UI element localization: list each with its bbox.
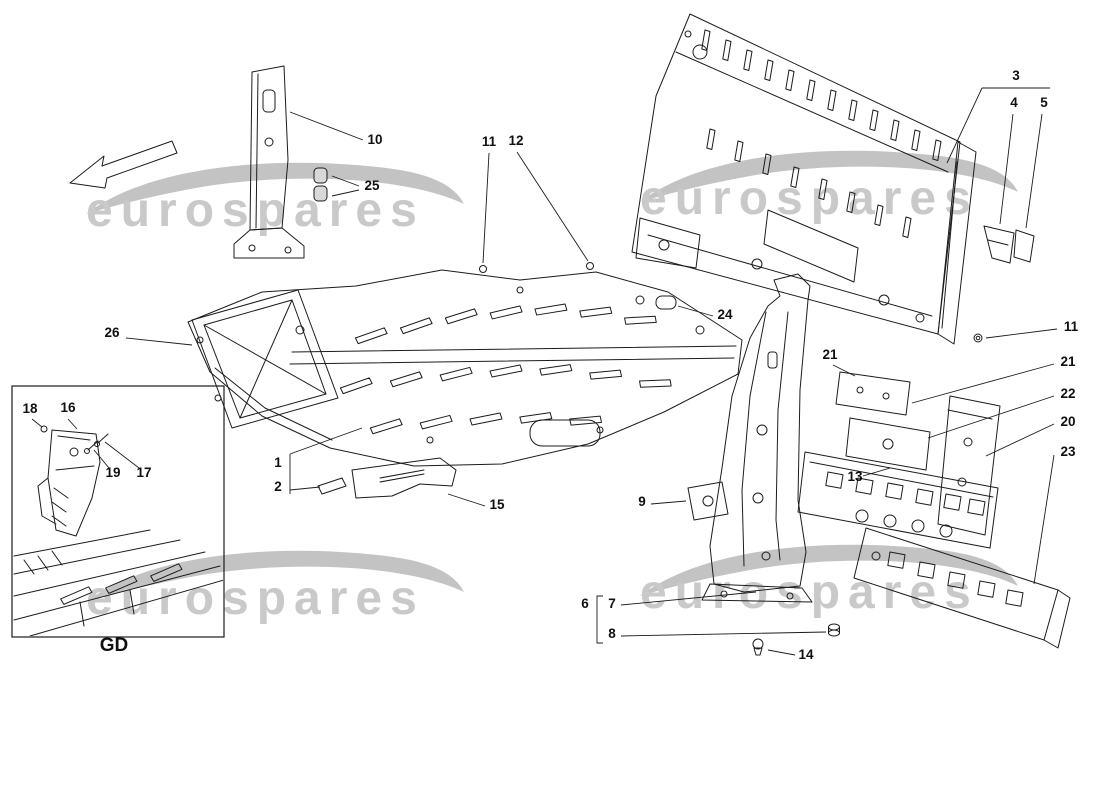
bracket-part-2 xyxy=(317,477,347,495)
callout-13[interactable]: 13 xyxy=(847,469,863,484)
front-frame-26 xyxy=(191,289,339,429)
center-pillar xyxy=(701,273,813,603)
callout-1[interactable]: 1 xyxy=(274,455,282,470)
callout-21-inner[interactable]: 21 xyxy=(822,347,838,362)
callout-4[interactable]: 4 xyxy=(1010,95,1018,110)
direction-arrow-icon xyxy=(69,140,178,189)
callout-16[interactable]: 16 xyxy=(60,400,76,415)
underfloor-bracket-15 xyxy=(351,457,457,499)
corner-brackets-4-5 xyxy=(983,225,1035,264)
mounting-pads-25 xyxy=(313,167,328,202)
callout-23[interactable]: 23 xyxy=(1060,444,1076,459)
callout-22[interactable]: 22 xyxy=(1060,386,1075,401)
watermarks xyxy=(86,150,1018,625)
callout-18[interactable]: 18 xyxy=(22,401,38,416)
callout-21-right[interactable]: 21 xyxy=(1060,354,1076,369)
end-plate-part-3 xyxy=(937,141,977,345)
bushing-24 xyxy=(655,295,677,310)
callout-17[interactable]: 17 xyxy=(136,465,151,480)
callout-19[interactable]: 19 xyxy=(105,465,120,480)
fastener-11-left xyxy=(479,265,487,273)
callout-10[interactable]: 10 xyxy=(367,132,382,147)
inner-sill-13 xyxy=(797,451,999,549)
callout-14[interactable]: 14 xyxy=(798,647,814,662)
callout-26[interactable]: 26 xyxy=(104,325,120,340)
nut-8 xyxy=(828,623,840,637)
watermark-top-right xyxy=(640,150,1018,225)
watermark-top-left xyxy=(86,162,464,237)
callout-20[interactable]: 20 xyxy=(1060,414,1075,429)
nut-18 xyxy=(40,425,48,433)
strip-20 xyxy=(937,395,1001,536)
inset-detail-box xyxy=(11,385,225,638)
callout-15[interactable]: 15 xyxy=(489,497,505,512)
callout-5[interactable]: 5 xyxy=(1040,95,1048,110)
watermark-bottom-right xyxy=(640,544,1018,619)
watermark-bottom-left xyxy=(86,550,464,625)
callout-8[interactable]: 8 xyxy=(608,626,616,641)
plug-14 xyxy=(752,638,764,656)
inset-gd-label: GD xyxy=(100,635,129,656)
callout-7[interactable]: 7 xyxy=(608,596,616,611)
callout-2[interactable]: 2 xyxy=(274,479,282,494)
inset-screws-17-19 xyxy=(40,425,109,454)
callout-3[interactable]: 3 xyxy=(1012,68,1020,83)
outer-sill-23 xyxy=(853,527,1071,649)
callout-labels: 10 25 11 12 3 4 5 11 24 26 21 21 22 20 2… xyxy=(22,68,1078,662)
fasteners xyxy=(479,262,983,656)
fastener-12 xyxy=(586,262,594,270)
callout-6[interactable]: 6 xyxy=(581,596,589,611)
callout-11-left[interactable]: 11 xyxy=(482,134,497,149)
mounting-plate-9 xyxy=(687,481,729,521)
fastener-11-right xyxy=(973,333,983,343)
callout-11-right[interactable]: 11 xyxy=(1064,319,1079,334)
leader-lines xyxy=(31,87,1058,656)
bracket-21 xyxy=(835,371,911,416)
bracket-22 xyxy=(845,417,931,471)
inset-floor-section xyxy=(13,529,223,636)
inset-bracket-16 xyxy=(37,429,101,537)
floor-pan xyxy=(187,269,743,467)
callout-25[interactable]: 25 xyxy=(364,178,380,193)
callout-12[interactable]: 12 xyxy=(508,133,523,148)
bracket-part-10 xyxy=(233,65,305,259)
callout-24[interactable]: 24 xyxy=(717,307,733,322)
callout-9[interactable]: 9 xyxy=(638,494,646,509)
